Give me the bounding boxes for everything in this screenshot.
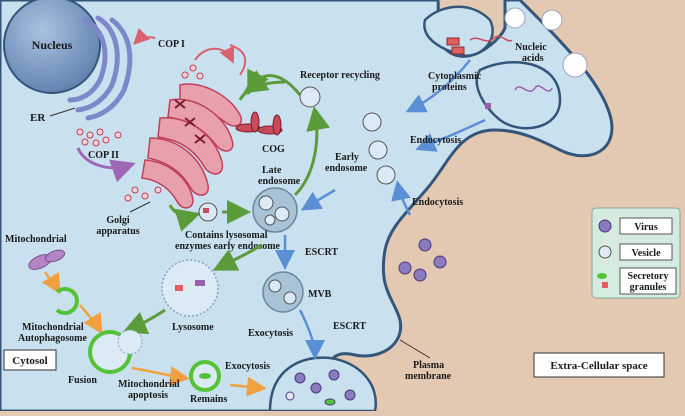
- late-to-recycling-arrow: [293, 106, 330, 197]
- recycling-vesicle: [299, 86, 321, 108]
- auto-to-fusion-arrow: [79, 304, 103, 335]
- nucleic-acid-blocks: [446, 35, 513, 55]
- extracellular-label: Extra-Cellular space: [550, 360, 647, 372]
- extracellular-box: [533, 352, 665, 378]
- early-endosome-vesicles: [362, 112, 396, 185]
- late-endosome: [252, 187, 298, 233]
- mvb-label: MVB: [308, 289, 332, 300]
- mito-to-auto-arrow: [41, 271, 61, 295]
- nucleus: [3, 0, 101, 94]
- receptor-recycling-label: Receptor recycling: [300, 70, 380, 81]
- mito-apop-label-2: apoptosis: [128, 390, 168, 401]
- cog-complex: [235, 111, 283, 136]
- exocytosis-label-2: Exocytosis: [225, 361, 270, 372]
- early-to-late-arrow: [300, 188, 336, 211]
- legend-virus-icon: [598, 219, 612, 233]
- cop1-arrow-3: [133, 27, 156, 45]
- nucleic-acids-label-1: Nucleic: [515, 42, 547, 53]
- cop2-label: COP II: [88, 150, 119, 161]
- legend-vesicle: Vesicle: [631, 248, 661, 259]
- cytoplasmic-proteins-label-1: Cytoplasmic: [428, 71, 482, 82]
- lysosome-label: Lysosome: [172, 322, 214, 333]
- protein-square: [485, 103, 491, 109]
- cop1-arrow-2: [229, 44, 247, 76]
- cop1-arrow: [194, 45, 235, 64]
- mitochondrial-label: Mitochondrial: [5, 234, 67, 245]
- plasma-label-2: membrane: [405, 371, 452, 382]
- extracellular-particles: [504, 7, 588, 78]
- mvb-to-exocytosis-arrow: [298, 309, 325, 360]
- cytosol-box: [3, 349, 57, 371]
- er-label: ER: [30, 112, 46, 124]
- endocytosis-top-label: Endocytosis: [410, 135, 461, 146]
- plasma-label-1: Plasma: [413, 360, 444, 371]
- er-pointer: [49, 107, 76, 117]
- endocytosis-mid-label: Endocytosis: [412, 197, 463, 208]
- golgi-cross-markers: [174, 99, 206, 144]
- er-vesicles: [76, 64, 204, 202]
- golgi-label-1: Golgi: [106, 215, 130, 226]
- nucleic-acids-label-2: acids: [522, 53, 544, 64]
- endocytosis-arrow-2: [415, 118, 486, 152]
- mito-auto-label-1: Mitochondrial: [22, 322, 84, 333]
- early-endosome-label-1: Early: [335, 152, 359, 163]
- golgi-to-early-arrow: [168, 204, 201, 232]
- legend-secretory-2: granules: [630, 282, 667, 293]
- virus-cluster: [398, 238, 447, 282]
- legend-virus: Virus: [634, 222, 658, 233]
- lysosome: [161, 259, 219, 317]
- autophagosome: [55, 287, 79, 315]
- early-endosome-label-2: endosome: [325, 163, 368, 174]
- fusion-lysosome: [117, 329, 143, 355]
- golgi-pointer: [129, 201, 151, 213]
- endocytic-pocket: [423, 5, 494, 58]
- legend-vesicle-icon: [598, 245, 612, 259]
- secreted-particles: [285, 369, 356, 406]
- cop1-label: COP I: [158, 39, 185, 50]
- endoplasmic-reticulum: [67, 15, 133, 121]
- mitochondrion: [28, 249, 66, 270]
- contains-label-2: enzymes early endosome: [175, 241, 281, 252]
- golgi-apparatus: [141, 83, 242, 209]
- remains-label: Remains: [190, 394, 227, 405]
- escrt-label-2: ESCRT: [333, 321, 366, 332]
- mito-auto-label-2: Autophagosome: [18, 333, 87, 344]
- legend: Virus Vesicle Secretory granules: [591, 207, 681, 299]
- golgi-label-2: apparatus: [96, 226, 139, 237]
- remains-exocytosis-arrow: [229, 376, 267, 397]
- mito-apop-label-1: Mitochondrial: [118, 379, 180, 390]
- late-endosome-label-1: Late: [262, 165, 282, 176]
- cog-label: COG: [262, 144, 285, 155]
- contains-label-1: Contains lysosomal: [185, 230, 268, 241]
- endocytosis-arrow-3: [391, 180, 412, 216]
- mvb: [262, 271, 304, 313]
- cop2-arrow: [76, 147, 136, 183]
- fusion-to-remains-arrow: [131, 366, 190, 386]
- late-to-lysosome-arrow: [212, 243, 263, 271]
- fusion-label: Fusion: [68, 375, 97, 386]
- plasma-pointer: [399, 339, 431, 359]
- nucleic-strand: [514, 85, 553, 92]
- legend-granule-icon: [597, 273, 607, 279]
- legend-secretory-1: Secretory: [628, 271, 669, 282]
- cytosol-label: Cytosol: [12, 355, 47, 367]
- cytoplasmic-proteins-label-2: proteins: [432, 82, 467, 93]
- endocytic-pocket-2: [475, 60, 562, 130]
- late-endosome-label-2: endosome: [258, 176, 301, 187]
- endocytosis-arrow-1: [405, 59, 471, 113]
- escrt-label-1: ESCRT: [305, 247, 338, 258]
- nucleus-label: Nucleus: [32, 38, 73, 52]
- lysosome-to-fusion-arrow: [122, 308, 166, 335]
- exocytosis-label-1: Exocytosis: [248, 328, 293, 339]
